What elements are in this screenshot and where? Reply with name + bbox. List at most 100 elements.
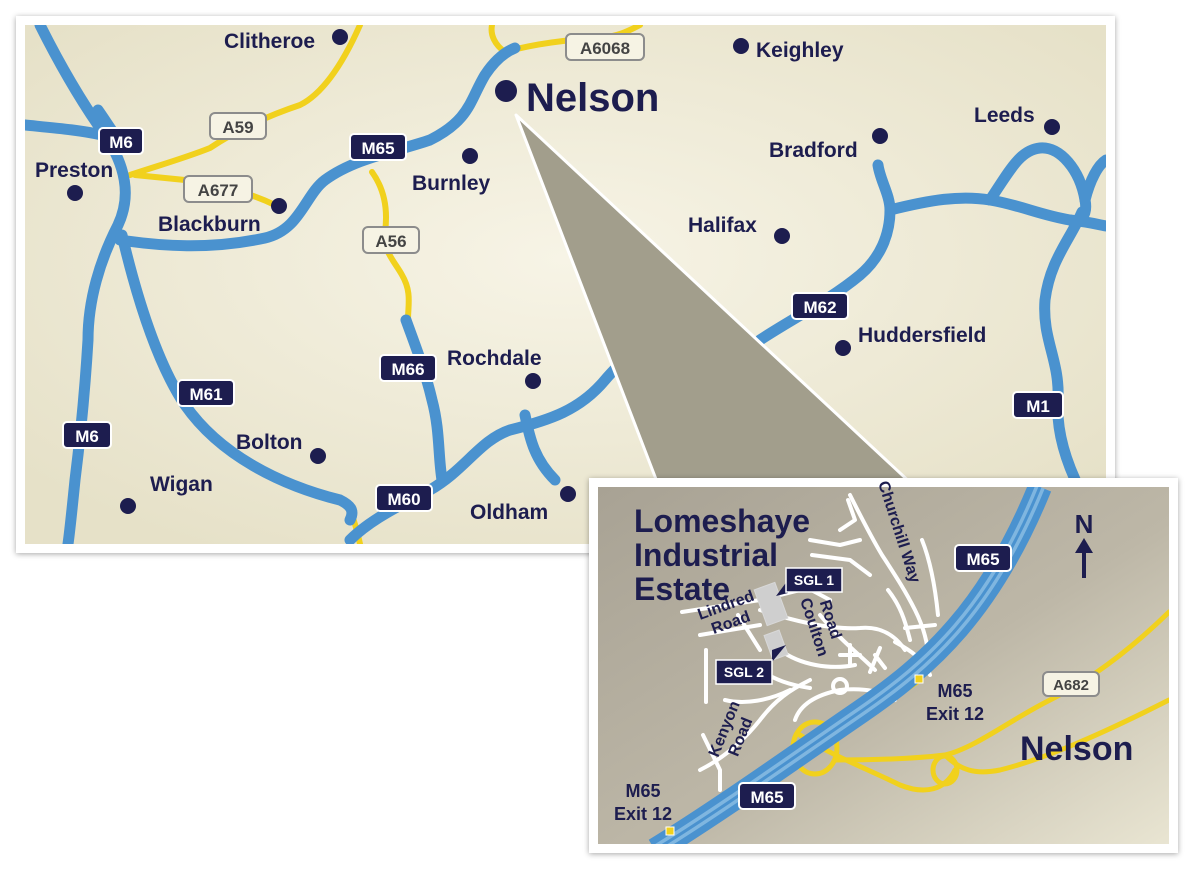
north-letter: N xyxy=(1075,509,1094,539)
nelson-spur xyxy=(942,697,1169,775)
svg-text:A682: A682 xyxy=(1053,677,1089,694)
inset-m65-bottom-shield: M65 xyxy=(738,782,796,810)
svg-text:M6: M6 xyxy=(75,427,99,446)
junction-marker-left xyxy=(665,826,675,836)
m6-west-branch xyxy=(25,119,108,141)
svg-text:M6: M6 xyxy=(109,133,133,152)
svg-text:M1: M1 xyxy=(1026,397,1050,416)
estate-title-line1: Lomeshaye xyxy=(634,503,810,539)
sgl2-tag: SGL 2 xyxy=(715,645,786,685)
svg-text:Exit 12: Exit 12 xyxy=(926,704,984,724)
sgl1-label: SGL 1 xyxy=(794,572,834,588)
burnley-dot xyxy=(462,148,478,164)
blackburn-label: Blackburn xyxy=(158,213,261,236)
keighley-dot xyxy=(733,38,749,54)
sgl1-building xyxy=(753,581,789,627)
m61-shield: M61 xyxy=(177,379,235,407)
a59-shield: A59 xyxy=(209,112,267,140)
wigan-label: Wigan xyxy=(150,473,213,496)
m66-road xyxy=(400,314,448,486)
halifax-label: Halifax xyxy=(688,214,757,237)
oldham-dot xyxy=(560,486,576,502)
svg-text:M65: M65 xyxy=(937,681,972,701)
svg-text:A59: A59 xyxy=(222,118,253,137)
main-map: Clitheroe Nelson Keighley Leeds Preston … xyxy=(16,16,1115,553)
town-labels: Clitheroe Nelson Keighley Leeds Preston … xyxy=(35,30,1035,524)
m6-south-shield: M6 xyxy=(62,421,112,449)
preston-label: Preston xyxy=(35,159,113,182)
a682-shield: A682 xyxy=(1042,671,1100,697)
estate-title-line3: Estate xyxy=(634,571,730,607)
svg-text:Exit 12: Exit 12 xyxy=(614,804,672,824)
bradford-dot xyxy=(872,128,888,144)
svg-text:M66: M66 xyxy=(391,360,424,379)
bradford-label: Bradford xyxy=(769,139,858,162)
huddersfield-dot xyxy=(835,340,851,356)
halifax-dot xyxy=(774,228,790,244)
m60-oldham-spur xyxy=(519,409,561,486)
main-map-land xyxy=(25,25,1106,544)
inset-m65-top-shield: M65 xyxy=(954,544,1012,572)
m1-shield: M1 xyxy=(1012,391,1064,419)
svg-text:A677: A677 xyxy=(198,181,239,200)
a682-road xyxy=(832,609,1169,763)
svg-text:M60: M60 xyxy=(387,490,420,509)
svg-text:A6068: A6068 xyxy=(580,39,630,58)
huddersfield-label: Huddersfield xyxy=(858,324,986,347)
town-markers xyxy=(67,29,1060,514)
motorway-shields: M6 M65 M66 M61 M6 M60 xyxy=(62,127,1064,512)
junction-label-left: M65 Exit 12 xyxy=(614,781,672,824)
north-indicator: N xyxy=(1075,509,1094,578)
svg-text:M65: M65 xyxy=(361,139,394,158)
m65-road xyxy=(114,42,521,252)
sgl1-tag: SGL 1 xyxy=(776,567,843,596)
svg-text:M61: M61 xyxy=(189,385,222,404)
m6-road xyxy=(34,25,131,544)
clitheroe-dot xyxy=(332,29,348,45)
burnley-label: Burnley xyxy=(412,172,491,195)
m61-road xyxy=(116,229,358,526)
svg-text:M65: M65 xyxy=(966,550,999,569)
bolton-label: Bolton xyxy=(236,431,302,454)
m65-main-shield: M65 xyxy=(349,133,407,161)
sgl2-label: SGL 2 xyxy=(724,664,764,680)
m1-north xyxy=(1079,154,1106,206)
m60-shield: M60 xyxy=(375,484,433,512)
svg-text:A56: A56 xyxy=(375,232,406,251)
a677-shield: A677 xyxy=(183,175,253,203)
svg-text:M62: M62 xyxy=(803,298,836,317)
inset-nelson-label: Nelson xyxy=(1020,730,1133,768)
sgl2-building xyxy=(763,629,789,661)
north-arrow-icon xyxy=(1075,538,1093,578)
local-streets xyxy=(680,493,940,792)
estate-title-line2: Industrial xyxy=(634,537,778,573)
rochdale-dot xyxy=(525,373,541,389)
junction-marker-right xyxy=(914,674,924,684)
nelson-dot xyxy=(495,80,517,102)
oldham-label: Oldham xyxy=(470,501,548,524)
bolton-dot xyxy=(310,448,326,464)
m1-road xyxy=(1039,206,1088,496)
a6068-shield: A6068 xyxy=(565,33,645,61)
m66-shield: M66 xyxy=(379,354,437,382)
keighley-label: Keighley xyxy=(756,39,844,62)
m62-shield: M62 xyxy=(791,292,849,320)
m62-east xyxy=(884,192,1106,232)
a56-shield: A56 xyxy=(362,226,420,254)
wigan-dot xyxy=(120,498,136,514)
leeds-dot xyxy=(1044,119,1060,135)
nelson-label: Nelson xyxy=(526,76,659,120)
clitheroe-label: Clitheroe xyxy=(224,30,315,53)
roundabout-east xyxy=(930,753,960,787)
svg-text:M65: M65 xyxy=(750,788,783,807)
estate-title: Lomeshaye Industrial Estate xyxy=(634,503,810,607)
svg-text:M65: M65 xyxy=(625,781,660,801)
inset-map: Lomeshaye Industrial Estate N Churchill … xyxy=(589,478,1178,853)
blackburn-dot xyxy=(271,198,287,214)
leeds-label: Leeds xyxy=(974,104,1035,127)
junction-label-right: M65 Exit 12 xyxy=(926,681,984,724)
inset-m65 xyxy=(648,487,1052,844)
m6-north-shield: M6 xyxy=(98,127,144,155)
industrial-units xyxy=(753,581,789,661)
